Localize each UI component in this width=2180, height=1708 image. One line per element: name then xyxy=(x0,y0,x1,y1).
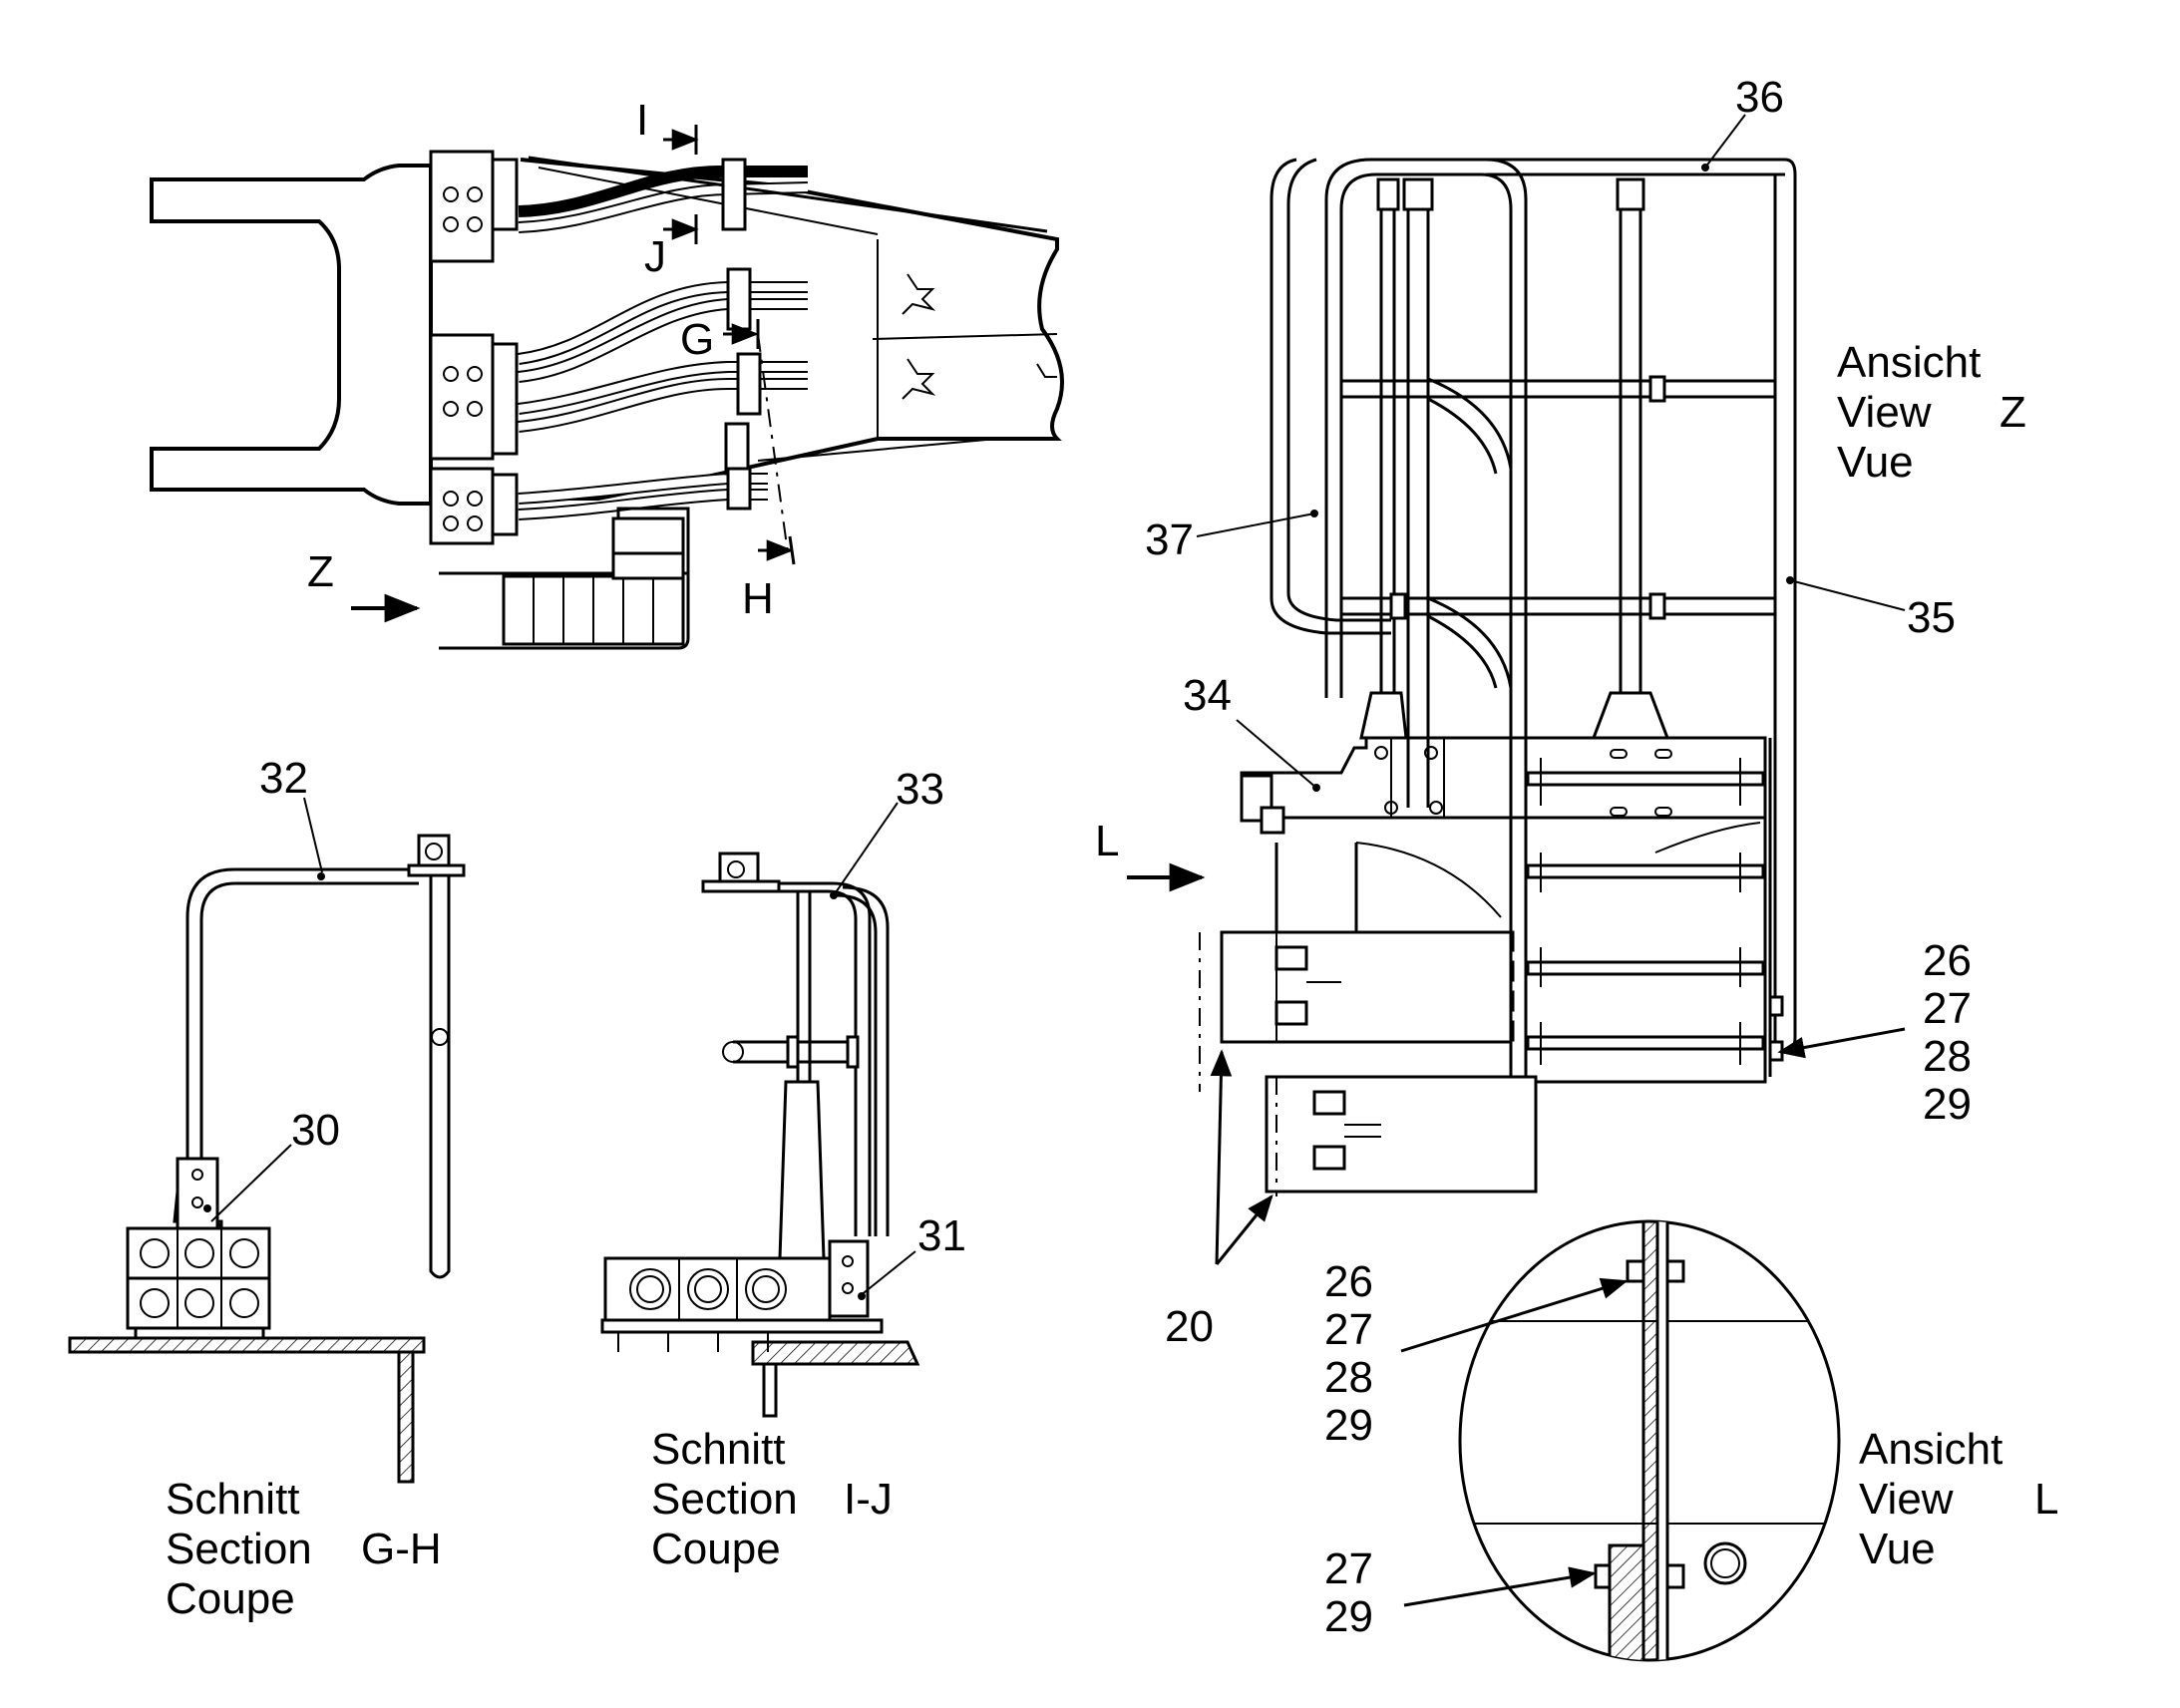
caption-gh-id: G-H xyxy=(361,1525,442,1573)
fastener-z-26: 26 xyxy=(1923,936,1972,985)
callout-33: 33 xyxy=(896,765,944,814)
callout-34: 34 xyxy=(1183,671,1232,720)
hose-clamps xyxy=(721,158,1057,511)
callout-30: 30 xyxy=(291,1106,340,1155)
callout-32: 32 xyxy=(259,754,308,803)
valve-blocks xyxy=(429,150,519,545)
platform-34 xyxy=(1240,736,1767,820)
marker-g-label: G xyxy=(680,315,714,364)
marker-z-label: Z xyxy=(307,547,334,596)
caption-ij-id: I-J xyxy=(844,1475,893,1524)
view-l: 26 27 28 29 27 29 Ansicht View L Vue xyxy=(1324,1219,2058,1662)
caption-l-fr: Vue xyxy=(1859,1525,1936,1573)
section-ij: 33 31 Schnitt Section I-J Coupe xyxy=(600,765,966,1573)
caption-gh-fr: Coupe xyxy=(166,1574,295,1623)
view-z: L 36 37 35 34 20 26 27 28 29 Ansicht Vie… xyxy=(1095,73,2026,1351)
caption-ij-fr: Coupe xyxy=(651,1525,781,1573)
callout-36: 36 xyxy=(1735,73,1784,122)
base-plate-gh xyxy=(68,1336,426,1354)
back-rail-37 xyxy=(1270,158,1391,635)
caption-gh-de: Schnitt xyxy=(166,1475,300,1524)
caption-gh-en: Section xyxy=(166,1525,312,1573)
caption-z-id: Z xyxy=(1999,388,2026,437)
fastener-l-28: 28 xyxy=(1324,1353,1373,1402)
caption-ij-en: Section xyxy=(651,1475,798,1524)
hose-bundles xyxy=(518,156,1048,520)
fastener-l-27: 27 xyxy=(1324,1305,1373,1354)
callout-35: 35 xyxy=(1907,593,1956,642)
top-rail-36 xyxy=(1486,158,1785,176)
fastener-l-29b: 29 xyxy=(1324,1592,1373,1641)
fastener-z-28: 28 xyxy=(1923,1032,1972,1081)
marker-l-label: L xyxy=(1095,817,1119,865)
section-gh: 32 30 Schnitt Section G-H Coupe xyxy=(68,754,466,1623)
marker-h-label: H xyxy=(742,574,774,623)
clamp-block-gh xyxy=(126,1226,271,1340)
callout-20: 20 xyxy=(1165,1302,1214,1351)
clamp-block-ij xyxy=(600,1256,884,1352)
marker-j-label: J xyxy=(644,232,666,281)
caption-ij-de: Schnitt xyxy=(651,1425,786,1474)
handrail-32 xyxy=(185,867,419,1172)
caption-l-de: Ansicht xyxy=(1859,1425,2002,1474)
step-tray xyxy=(439,507,690,650)
callout-31: 31 xyxy=(917,1211,966,1260)
handrail-33 xyxy=(779,881,872,1236)
side-rail-35 xyxy=(1773,158,1797,1054)
fastener-l-27b: 27 xyxy=(1324,1544,1373,1593)
caption-z-fr: Vue xyxy=(1837,438,1914,487)
boom-outline xyxy=(520,158,1064,501)
caption-z-en: View xyxy=(1837,388,1932,437)
callout-37: 37 xyxy=(1145,515,1194,564)
yoke-outline xyxy=(150,164,433,506)
fastener-l-26: 26 xyxy=(1324,1257,1373,1306)
caption-l-en: View xyxy=(1859,1475,1954,1524)
caption-z-de: Ansicht xyxy=(1837,338,1981,387)
ladder-steps xyxy=(1526,749,1765,1065)
marker-i-label: I xyxy=(636,96,648,145)
top-view: I J G H Z xyxy=(150,96,1064,650)
fastener-z-27: 27 xyxy=(1923,984,1972,1033)
caption-l-id: L xyxy=(2034,1475,2058,1524)
fastener-l-29: 29 xyxy=(1324,1401,1373,1450)
fastener-z-29: 29 xyxy=(1923,1080,1972,1129)
base-plate-ij xyxy=(751,1340,920,1366)
